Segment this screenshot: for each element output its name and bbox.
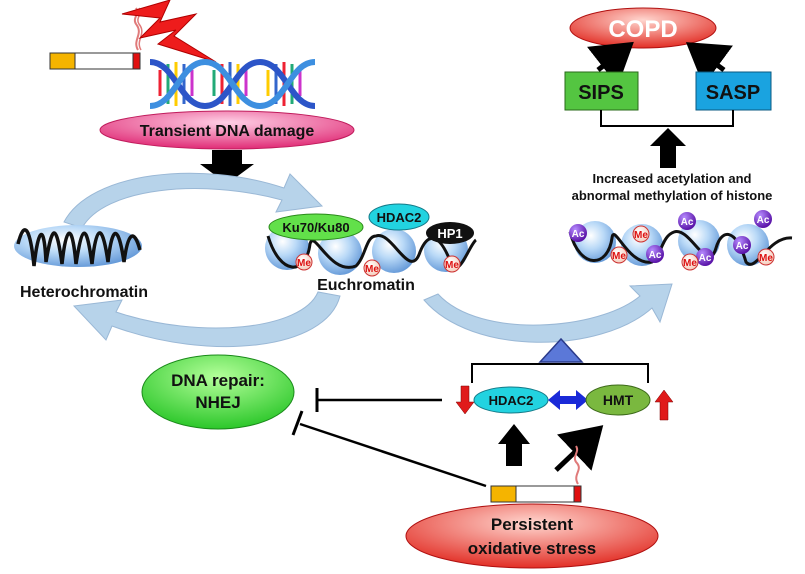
hdac2-hmt-double-arrow bbox=[548, 390, 588, 410]
oxidative-stress-label-line1: Persistent bbox=[491, 515, 574, 534]
oxidative-stress-ellipse bbox=[405, 503, 659, 569]
histone-caption-line2: abnormal methylation of histone bbox=[572, 188, 773, 203]
acetyl-mark-3-label: Ac bbox=[681, 217, 694, 228]
euchromatin-label: Euchromatin bbox=[317, 277, 415, 294]
dna-repair-ellipse bbox=[141, 354, 295, 430]
oxidative-stress-label-line2: oxidative stress bbox=[468, 539, 597, 558]
dna-helix-icon bbox=[149, 58, 316, 110]
sips-label: SIPS bbox=[578, 82, 624, 104]
methyl-mark-3-label: Me bbox=[445, 260, 459, 271]
sasp-box bbox=[695, 71, 772, 111]
methyl-mark-7-label: Me bbox=[759, 253, 773, 264]
methyl-mark-6 bbox=[681, 253, 699, 271]
methyl-mark-3 bbox=[443, 255, 461, 273]
sasp-to-copd-arrow bbox=[685, 42, 733, 86]
ku70-ku80-badge bbox=[268, 213, 364, 241]
acetyl-mark-5-label: Ac bbox=[757, 215, 770, 226]
acetyl-mark-6-label: Ac bbox=[736, 241, 749, 252]
sips-sasp-bracket bbox=[600, 110, 734, 127]
stress-inhibition-line bbox=[299, 422, 487, 488]
hdac2-chromatin-label: HDAC2 bbox=[377, 210, 422, 225]
methyl-mark-4 bbox=[632, 225, 650, 243]
methyl-mark-5-label: Me bbox=[612, 251, 626, 262]
hmt-increase-arrow bbox=[654, 389, 674, 421]
cigarette-bottom-icon bbox=[490, 445, 582, 503]
hdac2-chromatin-badge bbox=[368, 203, 430, 231]
methyl-mark-2-label: Me bbox=[365, 264, 379, 275]
copd-ellipse bbox=[569, 7, 717, 49]
modification-arrow bbox=[423, 283, 673, 343]
acetyl-mark-1-label: Ac bbox=[572, 229, 585, 240]
heterochromatin-fiber bbox=[14, 225, 142, 267]
acetyl-mark-1 bbox=[569, 224, 587, 242]
dna-repair-label-line2: NHEJ bbox=[195, 393, 240, 412]
cycle-arrow-bottom bbox=[72, 291, 341, 347]
stress-to-hdac2-arrow bbox=[498, 424, 530, 466]
methyl-mark-5 bbox=[610, 246, 628, 264]
acetyl-mark-2-label: Ac bbox=[649, 250, 662, 261]
stress-inhibition-bar bbox=[291, 410, 304, 436]
acetyl-mark-6 bbox=[733, 236, 751, 254]
transient-dna-damage-label: Transient DNA damage bbox=[140, 123, 315, 140]
histone-to-senescence-arrow bbox=[650, 128, 686, 168]
hdac2-enzyme-label: HDAC2 bbox=[489, 393, 534, 408]
methyl-mark-1 bbox=[295, 253, 313, 271]
acetyl-mark-4 bbox=[696, 248, 714, 266]
methyl-mark-1-label: Me bbox=[297, 258, 311, 269]
sips-to-copd-arrow bbox=[586, 41, 634, 87]
transient-dna-damage-ellipse bbox=[99, 110, 355, 150]
sasp-label: SASP bbox=[706, 82, 760, 104]
ku70-ku80-label: Ku70/Ku80 bbox=[282, 220, 349, 235]
methyl-mark-4-label: Me bbox=[634, 230, 648, 241]
histone-caption-line1: Increased acetylation and bbox=[593, 171, 752, 186]
acetyl-mark-4-label: Ac bbox=[699, 253, 712, 264]
cigarette-icon bbox=[49, 7, 143, 70]
dna-repair-label-line1: DNA repair: bbox=[171, 371, 265, 390]
hp1-badge bbox=[426, 222, 474, 244]
hmt-label: HMT bbox=[603, 392, 634, 408]
damage-down-arrow bbox=[200, 150, 254, 184]
copd-label: COPD bbox=[608, 16, 677, 43]
methyl-mark-6-label: Me bbox=[683, 258, 697, 269]
acetyl-mark-5 bbox=[754, 210, 772, 228]
methyl-mark-2 bbox=[363, 259, 381, 277]
hdac2-decrease-arrow bbox=[455, 385, 475, 415]
hmt-badge bbox=[585, 384, 651, 416]
hp1-label: HP1 bbox=[437, 226, 462, 241]
balance-triangle bbox=[538, 337, 584, 363]
heterochromatin-label: Heterochromatin bbox=[20, 284, 148, 301]
acetyl-mark-2 bbox=[646, 245, 664, 263]
cycle-arrow-top bbox=[63, 172, 324, 229]
methyl-mark-7 bbox=[757, 248, 775, 266]
enzyme-bracket bbox=[471, 363, 649, 383]
acetyl-mark-3 bbox=[678, 212, 696, 230]
